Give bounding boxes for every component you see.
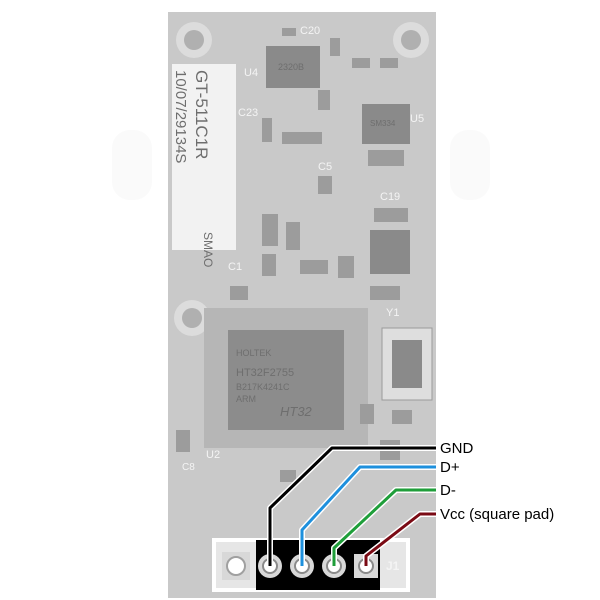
mounting-hole-top-right xyxy=(393,22,429,58)
chip-u5 xyxy=(362,104,410,144)
wires-group xyxy=(267,445,436,566)
silk-y1: Y1 xyxy=(386,307,399,319)
connector-label: J1 xyxy=(386,559,400,573)
silk-u5: U5 xyxy=(410,113,424,125)
mcu-chip xyxy=(228,330,344,430)
background-shape-left xyxy=(112,130,152,200)
silk-u2: U2 xyxy=(206,449,220,461)
background-shape-right xyxy=(450,130,490,200)
pad-unused xyxy=(222,552,250,580)
chip-u5-marking: SM334 xyxy=(370,119,396,128)
silk-c20: C20 xyxy=(300,25,320,37)
chip-u4 xyxy=(266,46,320,88)
wire-d xyxy=(300,465,436,566)
crystal-y1-body xyxy=(392,340,422,388)
mcu-logo: HT32 xyxy=(280,404,313,419)
mcu-batch: B217K4241C xyxy=(236,382,290,392)
silk-u4: U4 xyxy=(244,67,258,79)
silk-c8: C8 xyxy=(182,462,195,473)
mounting-hole-mid-left xyxy=(174,300,210,336)
chip-u3 xyxy=(370,230,410,274)
pads-group xyxy=(258,554,378,578)
silk-c23: C23 xyxy=(238,107,258,119)
wire-d xyxy=(332,488,436,566)
product-label xyxy=(172,64,236,250)
wire-gnd xyxy=(268,446,436,566)
label-vcc-square-pad: Vcc (square pad) xyxy=(440,506,554,523)
label-d: D- xyxy=(440,482,456,499)
side-text: SMAO xyxy=(201,232,215,267)
label-gnd: GND xyxy=(440,440,474,457)
mounting-hole-top-left xyxy=(176,22,212,58)
mcu-arch: ARM xyxy=(236,394,256,404)
mcu-part: HT32F2755 xyxy=(236,367,294,379)
mcu-brand: HOLTEK xyxy=(236,348,271,358)
model-label: GT-511C1R xyxy=(192,70,211,159)
wire-vcc-square-pad xyxy=(364,512,436,566)
chip-u4-marking: 2320B xyxy=(278,62,304,72)
label-d: D+ xyxy=(440,459,460,476)
date-code: 10/07/29134S xyxy=(172,70,189,163)
passive-components xyxy=(176,28,412,482)
silk-c19: C19 xyxy=(380,191,400,203)
silk-c5: C5 xyxy=(318,161,332,173)
pin-labels-group: GND D+ D- Vcc (square pad) xyxy=(440,440,554,523)
silk-c1: C1 xyxy=(228,261,242,273)
